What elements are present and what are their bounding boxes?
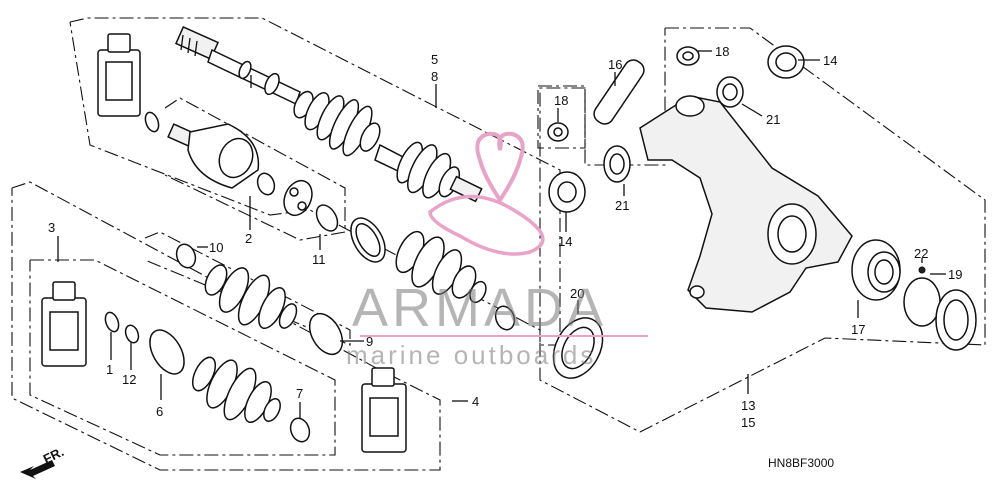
part-11-ring (315, 204, 339, 232)
circlip (256, 172, 276, 196)
grease-bottle-bottom (361, 367, 407, 453)
watermark: ARMADA marine outboards (346, 131, 648, 370)
boot-6 (191, 356, 281, 424)
callout-9: 9 (366, 334, 373, 349)
bearing-ball (297, 201, 307, 211)
boot-band-large (350, 217, 386, 263)
part-9-band (308, 312, 344, 356)
leader-lines (57, 50, 946, 418)
steering-knuckle (639, 95, 853, 313)
part-10-clamp (175, 243, 197, 269)
spline-line (194, 40, 198, 57)
part-14-cap-mid (548, 171, 586, 213)
outline-assembly-2 (164, 97, 346, 241)
part-14-cap-top (767, 45, 805, 79)
callout-2: 2 (245, 231, 252, 246)
shaft-collar (264, 72, 280, 96)
part-1-ring (104, 311, 120, 333)
shaft-collar (238, 60, 252, 80)
callout-labels: 5 8 2 3 10 11 1 12 6 7 9 4 13 15 14 14 1… (48, 44, 962, 430)
callout-5: 5 (431, 52, 438, 67)
callout-20: 20 (570, 286, 584, 301)
callout-21-right: 21 (766, 112, 780, 127)
outline-part-18 (537, 85, 586, 149)
part-6-band (149, 329, 185, 375)
part-18-nut-hole (682, 51, 694, 61)
callout-11: 11 (312, 252, 326, 267)
part-21-bearing-top (716, 76, 744, 108)
watermark-heart-icon (475, 131, 525, 204)
snap-ring (144, 111, 160, 133)
outline-assembly-4 (11, 181, 441, 471)
part-19-seal (935, 289, 977, 351)
outline-assembly-3 (29, 259, 336, 456)
callout-16: 16 (608, 57, 622, 72)
callout-22: 22 (914, 246, 928, 261)
front-direction-arrow: FR. (20, 444, 66, 479)
callout-15: 15 (741, 415, 755, 430)
joint-cup (218, 137, 254, 179)
callout-12: 12 (122, 372, 136, 387)
part-7-clamp (289, 417, 311, 443)
arrow-icon (20, 460, 55, 479)
callout-14-mid: 14 (558, 234, 572, 249)
bearing-ball (289, 187, 299, 197)
watermark-tagline: marine outboards (346, 340, 596, 370)
spline-line (180, 34, 184, 51)
knuckle-upper-eye (675, 95, 705, 117)
knuckle-lower-eye (689, 285, 705, 299)
callout-3: 3 (48, 220, 55, 235)
grease-bottle-top (97, 33, 141, 117)
part-16-collar (593, 59, 645, 125)
watermark-swirl-icon (428, 194, 545, 256)
part-12-ring (124, 324, 140, 344)
outline-assembly-13-15 (539, 27, 986, 433)
small-band-clamp (494, 305, 516, 331)
boot-9 (204, 264, 298, 330)
callout-21-left: 21 (615, 198, 629, 213)
callout-13: 13 (741, 398, 755, 413)
joint-cage (283, 179, 313, 217)
inner-boot-dotted (395, 230, 487, 304)
callout-19: 19 (948, 267, 962, 282)
driveshaft-boot-inner (396, 141, 461, 199)
part-22-circlip (903, 277, 941, 327)
driveshaft-boot-outer (293, 90, 381, 157)
group-outlines (11, 17, 986, 471)
joint-assembly (167, 123, 313, 217)
callout-8: 8 (431, 69, 438, 84)
callout-14-top: 14 (823, 53, 837, 68)
knuckle-bore-inner (777, 215, 807, 253)
callout-18-box: 18 (554, 93, 568, 108)
watermark-brand: ARMADA (352, 278, 607, 338)
callout-7: 7 (296, 386, 303, 401)
callout-1: 1 (106, 362, 113, 377)
callout-6: 6 (156, 404, 163, 419)
callout-18-top: 18 (715, 44, 729, 59)
part-17-bearing (851, 239, 901, 301)
diagram-code: HN8BF3000 (768, 456, 834, 470)
spline-line (187, 37, 191, 54)
callout-10: 10 (209, 240, 223, 255)
part-22-dot (918, 266, 926, 274)
outline-assembly-5-8 (69, 17, 561, 346)
part-18-nut-box (547, 122, 569, 142)
shaft-body (207, 48, 301, 106)
grease-bottle-left (41, 281, 87, 367)
direction-label: FR. (41, 444, 66, 467)
callout-4: 4 (472, 394, 479, 409)
seal-20 (552, 317, 604, 379)
part-21-bearing-left (603, 145, 631, 183)
callout-17: 17 (851, 322, 865, 337)
